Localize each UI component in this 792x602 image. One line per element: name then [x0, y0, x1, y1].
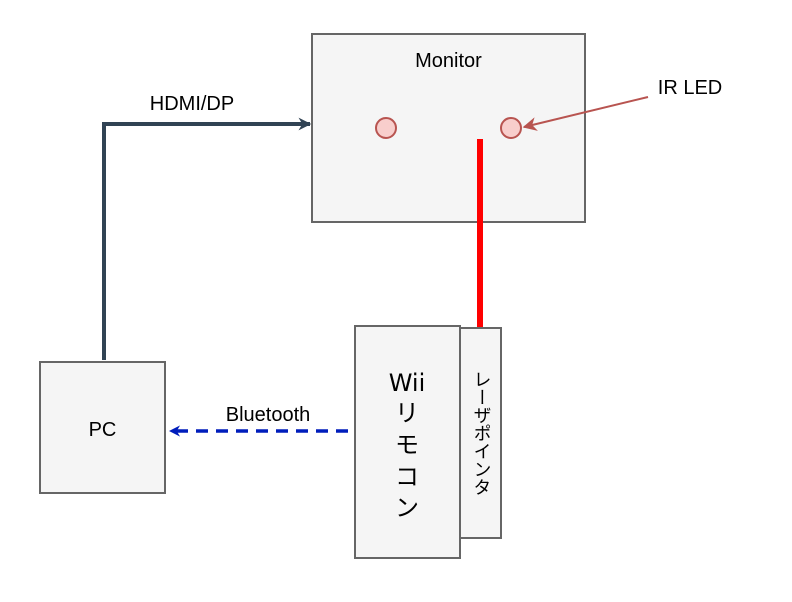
wii-remote-label-line1: Wii [389, 369, 426, 397]
wii-remote-label-line5: ン [395, 494, 419, 522]
wii-remote-label-line3: モ [395, 431, 419, 459]
monitor-label: Monitor [415, 50, 482, 72]
wii-remote-box [354, 325, 461, 559]
pc-box [39, 361, 166, 494]
bluetooth-label: Bluetooth [226, 404, 311, 426]
laser-pointer-box [459, 327, 502, 539]
hdmi-dp-label: HDMI/DP [150, 93, 234, 115]
ir-led-left [375, 117, 397, 139]
ir-led-pointer-arrow [522, 96, 649, 131]
monitor-box [311, 33, 586, 223]
pc-label: PC [89, 419, 117, 441]
wii-remote-label-line2: リ [395, 399, 419, 427]
hdmi-dp-connector [102, 117, 312, 360]
laser-pointer-label: レーザポインタ [471, 370, 492, 496]
ir-led-label: IR LED [658, 77, 722, 99]
wii-remote-label-line4: コ [395, 463, 419, 491]
ir-led-right [500, 117, 522, 139]
